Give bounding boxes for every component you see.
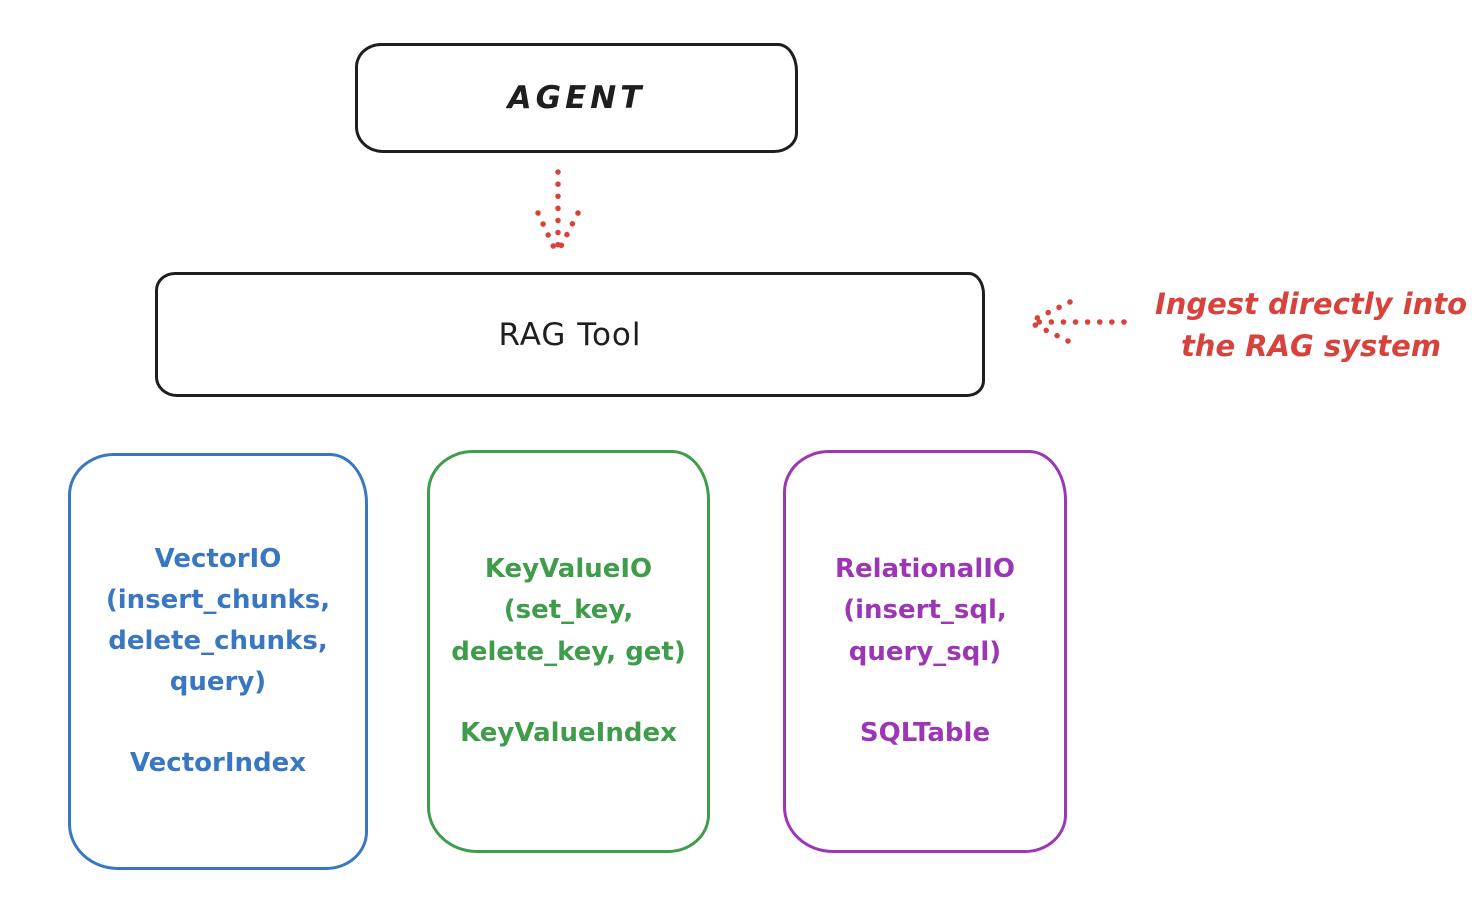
relational-io-line: (insert_sql, [843, 595, 1007, 626]
keyvalue-io-line: KeyValueIO [484, 554, 653, 585]
relational-io-node: RelationalIO (insert_sql, query_sql) SQL… [783, 450, 1067, 853]
vector-io-line: delete_chunks, [108, 625, 328, 656]
agent-node-label: AGENT [507, 80, 646, 116]
vector-io-node: VectorIO (insert_chunks, delete_chunks, … [68, 453, 368, 870]
vector-index-label: VectorIndex [129, 748, 307, 779]
relational-io-line: query_sql) [848, 636, 1002, 667]
ingest-annotation-line2: the RAG system [1180, 329, 1442, 364]
vector-io-line: (insert_chunks, [105, 584, 331, 615]
relational-io-line: RelationalIO [834, 554, 1016, 585]
sql-table-label: SQLTable [859, 717, 991, 748]
keyvalue-index-label: KeyValueIndex [460, 717, 677, 748]
keyvalue-io-line: delete_key, get) [451, 636, 686, 667]
agent-node: AGENT [355, 43, 798, 153]
vector-io-line: VectorIO [154, 543, 282, 574]
keyvalue-io-line: (set_key, [503, 595, 634, 626]
ingest-arrow [1028, 299, 1127, 344]
vector-io-line: query) [169, 667, 267, 698]
rag-tool-node-label: RAG Tool [498, 316, 642, 353]
keyvalue-io-node: KeyValueIO (set_key, delete_key, get) Ke… [427, 450, 710, 853]
agent-to-ragtool-arrow [535, 169, 581, 255]
ingest-annotation: Ingest directly into the RAG system [1138, 283, 1484, 367]
ingest-annotation-line1: Ingest directly into [1154, 287, 1468, 321]
rag-tool-node: RAG Tool [155, 272, 985, 397]
